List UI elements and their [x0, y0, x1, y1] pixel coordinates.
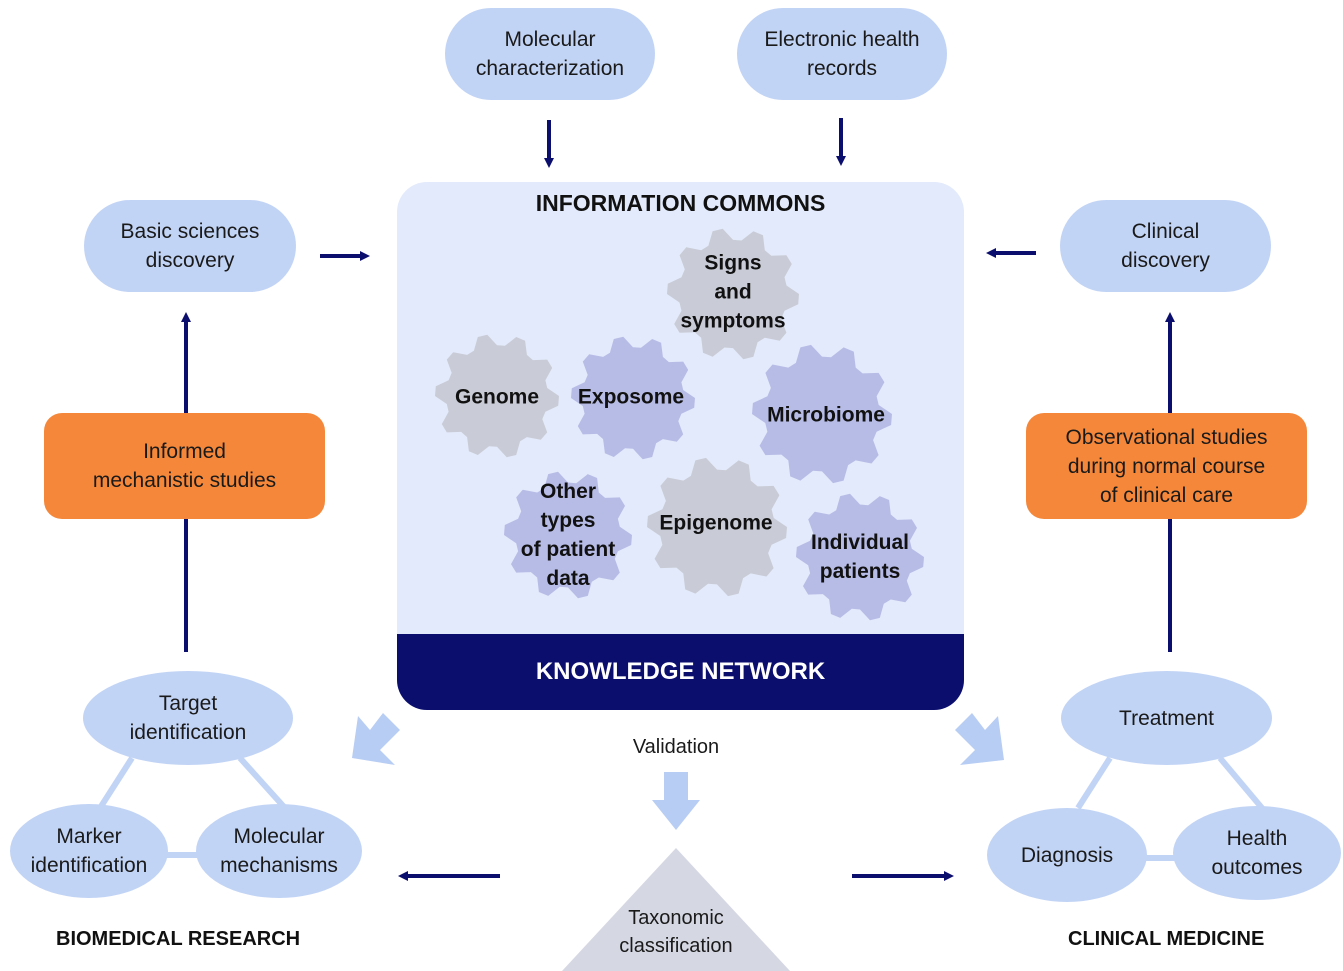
connector-treatment-diagnosis — [1075, 756, 1113, 810]
gear-label-other-patient-data: Other types of patient data — [520, 480, 616, 590]
biomedical-research-title: BIOMEDICAL RESEARCH — [56, 928, 301, 950]
gear-epigenome — [647, 457, 787, 597]
gear-exposome — [571, 336, 695, 460]
health-outcomes-node: Health outcomes — [1173, 806, 1341, 900]
gear-individual-patients — [796, 493, 924, 621]
gear-microbiome — [752, 344, 892, 484]
basic-sciences-discovery-node: Basic sciences discovery — [84, 200, 296, 292]
molecular-characterization-node: Molecular characterization — [445, 8, 655, 100]
information-commons-title: INFORMATION COMMONS — [535, 190, 826, 216]
treatment-node: Treatment — [1061, 671, 1272, 765]
gear-signs-and-symptoms — [667, 228, 799, 360]
clinical-discovery-node: Clinical discovery — [1060, 200, 1271, 292]
knowledge-network-title: KNOWLEDGE NETWORK — [535, 658, 826, 685]
marker-identification-node: Marker identification — [10, 804, 168, 898]
gear-label-genome: Genome — [454, 385, 540, 409]
light-arrow-right-down — [955, 713, 1004, 765]
light-arrow-down — [652, 772, 700, 830]
target-identification-node: Target identification — [83, 671, 293, 765]
taxonomic-triangle — [562, 848, 790, 971]
gear-label-signs-and-symptoms: Signs and symptoms — [680, 251, 786, 333]
taxonomic-classification-label: Taxonomic classification — [619, 907, 733, 957]
observational-studies-box: Observational studies during normal cour… — [1026, 413, 1307, 519]
clinical-medicine-title: CLINICAL MEDICINE — [1068, 928, 1265, 950]
connector-target-marker — [97, 756, 135, 810]
validation-label: Validation — [632, 736, 720, 758]
molecular-mechanisms-node: Molecular mechanisms — [196, 804, 362, 898]
gears-layer — [435, 228, 924, 621]
connector-target-mechanisms — [237, 755, 288, 811]
information-commons-panel: INFORMATION COMMONS KNOWLEDGE NETWORK — [397, 182, 964, 710]
gear-label-epigenome: Epigenome — [659, 511, 773, 535]
connector-treatment-outcomes — [1217, 756, 1265, 810]
gear-other-patient-data — [504, 471, 632, 599]
informed-mechanistic-studies-box: Informed mechanistic studies — [44, 413, 325, 519]
light-arrow-left-down — [352, 713, 400, 765]
gear-label-individual-patients: Individual patients — [810, 531, 910, 583]
gear-label-exposome: Exposome — [577, 385, 685, 409]
electronic-health-records-node: Electronic health records — [737, 8, 947, 100]
diagnosis-node: Diagnosis — [987, 808, 1147, 902]
gear-label-microbiome: Microbiome — [767, 403, 885, 427]
knowledge-network-bar: KNOWLEDGE NETWORK — [397, 634, 964, 710]
gear-genome — [435, 334, 559, 458]
